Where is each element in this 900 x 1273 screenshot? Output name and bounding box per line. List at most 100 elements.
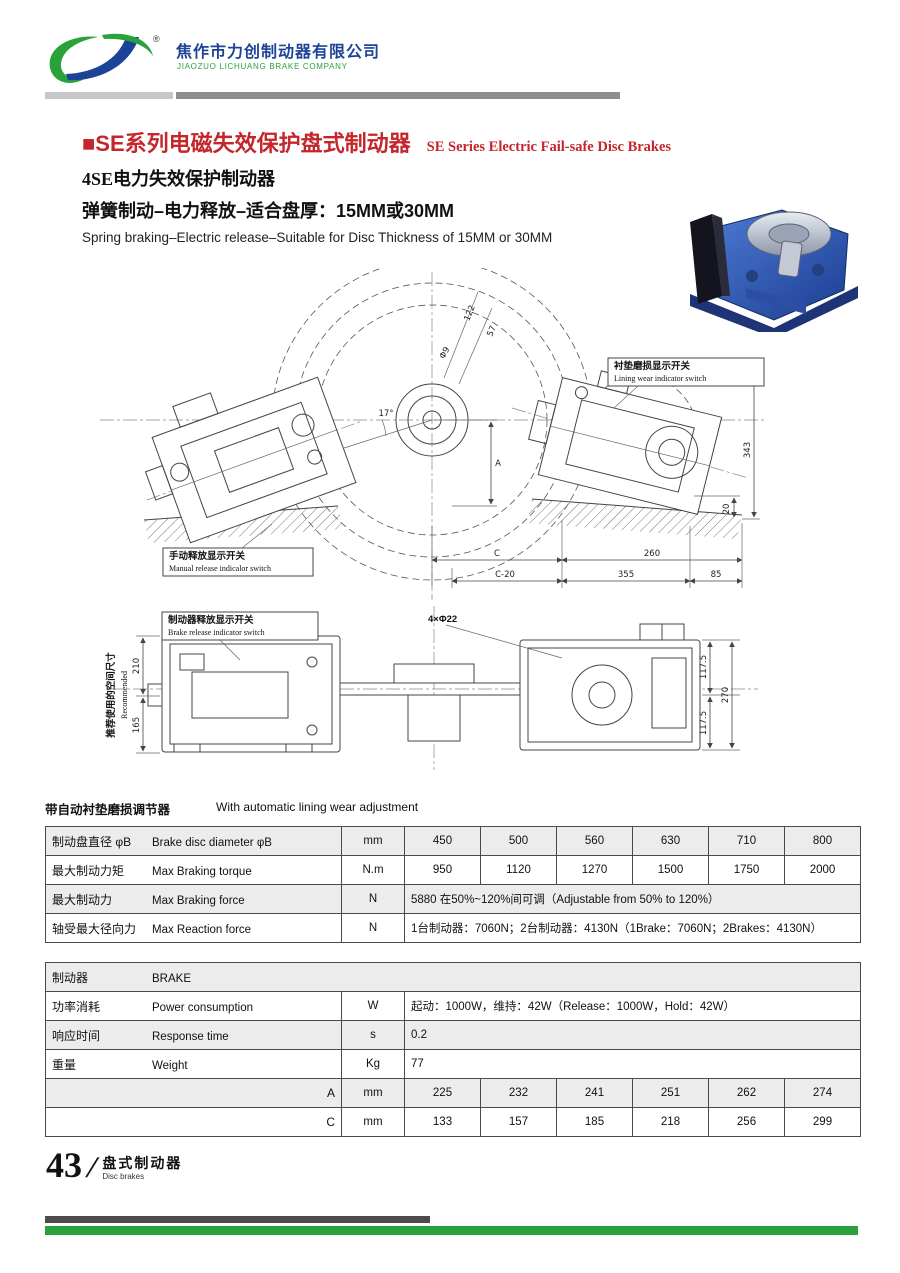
dim-17deg: 17° [378,409,393,419]
brake-release-label-cn: 制动器释放显示开关 [168,614,254,626]
cell-value: 630 [632,826,709,856]
header-bar-light [45,92,173,99]
cell-value: 262 [708,1078,785,1108]
dim-343: 343 [743,442,753,458]
right-brake-unit-side [519,623,701,751]
cell-value: 1750 [708,855,785,885]
page-number: 43 [46,1145,82,1185]
photo-rib [746,288,806,314]
product-photo [690,209,858,332]
series-title-en: SE Series Electric Fail-safe Disc Brakes [426,139,672,155]
cell-label-letter: A [45,1078,342,1108]
cell-value: 256 [708,1107,785,1137]
cell-unit: mm [341,826,405,856]
table-row: A mm 225 232 241 251 262 274 [45,1078,861,1108]
cell-value: 157 [480,1107,557,1137]
dim-210: 210 [132,658,142,674]
header-bar-dark [176,92,620,99]
dim-270: 270 [721,687,731,703]
cell-merged-value: 77 [404,1049,861,1079]
cell-merged-value: 1台制动器：7060N；2台制动器：4130N（1Brake：7060N；2Br… [404,913,861,943]
cell-value: 800 [784,826,861,856]
dim-355: 355 [618,570,634,580]
footer-bar-green [45,1226,858,1235]
photo-bolt-1 [746,270,758,282]
series-title-cn: ■SE系列电磁失效保护盘式制动器 [82,131,411,156]
photo-base [690,286,858,332]
cell-unit: N.m [341,855,405,885]
brake-release-label-en: Brake release indicator switch [168,628,265,637]
series-title: ■SE系列电磁失效保护盘式制动器 SE Series Electric Fail… [82,126,671,158]
dim-C20: C-20 [495,570,515,580]
photo-cylinder [777,240,803,278]
lining-wear-label-cn: 衬垫磨损显示开关 [614,360,691,372]
cell-value: 133 [404,1107,481,1137]
auto-adjust-note-en: With automatic lining wear adjustment [216,800,419,814]
dim-85: 85 [711,570,722,580]
cell-unit: mm [341,1107,405,1137]
company-logo: ® [49,33,160,83]
dim-A: A [495,459,501,469]
cell-value: 950 [404,855,481,885]
left-brake-assembly-plan [144,376,357,544]
right-brake-assembly-plan [528,370,723,515]
photo-disc-hub [768,223,810,245]
cell-value: 710 [708,826,785,856]
logo-swoosh-green [49,36,98,83]
cell-label-letter: C [45,1107,342,1137]
spec-line-en: Spring braking–Electric release–Suitable… [82,230,553,245]
dim-phi9: Φ9 [438,345,453,360]
footer-bar-dark [45,1216,430,1223]
dimensions-right-side: 117.5 117.5 270 [699,639,740,751]
manual-release-label-cn: 手动释放显示开关 [169,550,246,562]
cell-merged-value: 0.2 [404,1020,861,1050]
callout-manual-release: 手动释放显示开关 Manual release indicalor switch [162,523,314,577]
cell-value: 185 [556,1107,633,1137]
callout-brake-release: 制动器释放显示开关 Brake release indicator switch [161,611,319,661]
cell-unit: N [341,913,405,943]
cell-unit: s [341,1020,405,1050]
cell-value: 299 [784,1107,861,1137]
company-name-en: JIAOZUO LICHUANG BRAKE COMPANY [177,62,348,71]
photo-pad [690,214,722,304]
dim-117-top: 117.5 [699,655,709,679]
cell-unit: mm [341,1078,405,1108]
cell-value: 225 [404,1078,481,1108]
cell-value: 1120 [480,855,557,885]
dimensions-left-side: 210 165 推荐使用的空间尺寸 Recommended [105,635,160,754]
cell-value: 2000 [784,855,861,885]
cell-value: 1500 [632,855,709,885]
photo-bolt-2 [812,264,824,276]
cell-value: 232 [480,1078,557,1108]
dim-260: 260 [644,549,660,559]
cell-value: 560 [556,826,633,856]
model-title: 4SE电力失效保护制动器 [82,169,276,189]
dim-117-bottom: 117.5 [699,711,709,735]
bolt-holes-callout: 4×Φ22 [428,614,563,659]
space-note-en: Recommended [120,671,129,719]
cell-value: 500 [480,826,557,856]
cell-unit: Kg [341,1049,405,1079]
cell-value: 450 [404,826,481,856]
manual-release-label-en: Manual release indicalor switch [169,564,271,573]
space-note-cn: 推荐使用的空间尺寸 [105,652,117,738]
table-row: C mm 133 157 185 218 256 299 [45,1107,861,1137]
dim-20: 20 [722,504,732,515]
cell-unit: W [341,991,405,1021]
dim-122: 122 [462,304,477,323]
